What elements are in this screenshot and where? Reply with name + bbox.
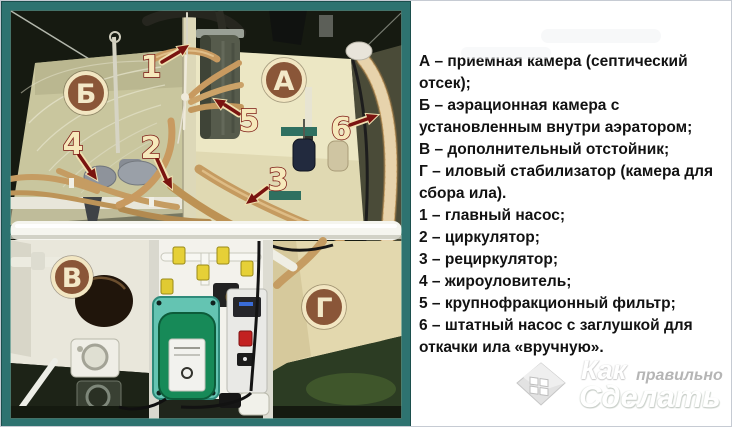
marker-label-6: 6 [331, 112, 352, 147]
septic-tank-photo-svg: Б А В Г [1, 1, 411, 426]
legend-line-v: В – дополнительный отстойник; [419, 141, 670, 158]
tank-interior: Б А В Г [10, 10, 402, 419]
watermark-word-sdelat: Сделать [579, 379, 721, 414]
watermark-word-pravilno: правильно [636, 367, 723, 384]
marker-label-4: 4 [63, 127, 84, 162]
chamber-label-a: А [274, 66, 295, 97]
ghost-watermark [461, 47, 551, 59]
legend-text: А – приемная камера (септический отсек);… [419, 51, 725, 359]
legend-line-3: 3 – рециркулятор; [419, 251, 559, 268]
chamber-badge-g: Г [301, 284, 347, 330]
marker-3: 3 [244, 162, 289, 206]
chamber-label-g: Г [315, 293, 332, 324]
chamber-label-b: Б [76, 79, 97, 110]
chamber-badges: Б А В Г [50, 57, 347, 330]
chamber-badge-a: А [261, 57, 307, 103]
marker-2: 2 [140, 130, 174, 192]
marker-label-2: 2 [141, 131, 162, 166]
marker-6: 6 [330, 111, 381, 148]
watermark-word-kak: Как [581, 355, 627, 385]
marker-1: 1 [140, 43, 192, 86]
legend-line-2: 2 – циркулятор; [419, 229, 540, 246]
chamber-badge-b: Б [63, 70, 109, 116]
legend-panel: А – приемная камера (септический отсек);… [411, 1, 731, 426]
tech-compartment [118, 240, 273, 419]
watermark-logo-icon [516, 362, 566, 406]
site-watermark: Как правильно Сделать [515, 353, 725, 423]
legend-line-4: 4 – жироуловитель; [419, 273, 572, 290]
marker-label-5: 5 [239, 104, 260, 139]
ghost-watermark [541, 29, 661, 43]
legend-line-1: 1 – главный насос; [419, 207, 566, 224]
chamber-g-wall [266, 237, 402, 406]
chamber-label-v: В [62, 263, 83, 294]
tank-frame [1, 1, 411, 426]
number-markers: 1 2 3 [62, 43, 381, 206]
chamber-badge-v: В [50, 255, 94, 299]
legend-line-5: 5 – крупнофракционный фильтр; [419, 295, 676, 312]
marker-4: 4 [62, 126, 99, 182]
legend-line-b: Б – аэрационная камера с установленным в… [419, 97, 693, 136]
marker-label-1: 1 [141, 50, 162, 85]
legend-line-6: 6 – штатный насос с заглушкой для откачк… [419, 317, 693, 356]
main-white-pipe [10, 221, 402, 240]
marker-5: 5 [211, 97, 260, 140]
septic-tank-photo: Б А В Г [1, 1, 411, 426]
chamber-v-wall [10, 240, 149, 419]
marker-label-3: 3 [268, 163, 289, 198]
legend-line-g: Г – иловый стабилизатор (камера для сбор… [419, 163, 714, 202]
